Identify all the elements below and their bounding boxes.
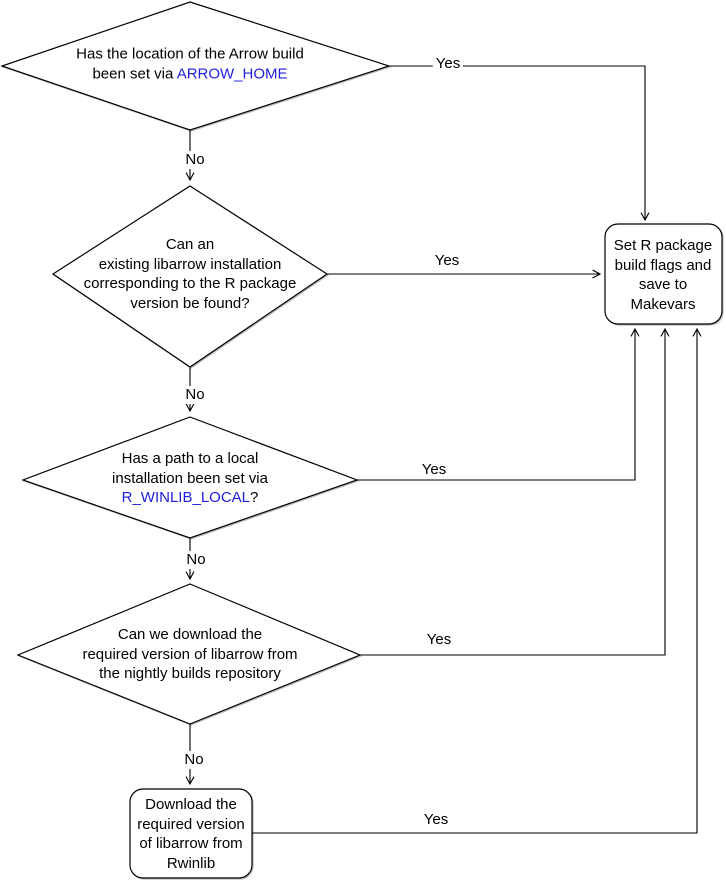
decision-winlib-local-text-before: Has a path to a local installation been … — [112, 449, 268, 487]
edge-label-rwinlib-yes: Yes — [420, 811, 452, 829]
arrow-home-keyword-link[interactable]: ARROW_HOME — [176, 65, 288, 82]
decision-winlib-local-shape — [21, 416, 359, 539]
edge-rwinlib-yes — [252, 327, 702, 834]
decision-arrow-home-shape — [0, 1, 391, 131]
edge-label-arrowhome-no: No — [182, 151, 208, 169]
edge-label-nightly-yes: Yes — [423, 631, 455, 649]
winlib-local-keyword-link[interactable]: R_WINLIB_LOCAL — [121, 488, 251, 506]
edge-arrowhome-yes — [389, 65, 650, 222]
edge-label-nightly-no: No — [181, 751, 207, 769]
edge-label-existing-no: No — [182, 386, 208, 404]
edge-label-existing-yes: Yes — [431, 252, 463, 270]
decision-winlib-local-text: Has a path to a local installation been … — [65, 449, 315, 508]
edge-label-arrowhome-yes: Yes — [432, 55, 464, 73]
decision-nightly-builds-text: Can we download the required version of … — [82, 625, 298, 682]
process-download-rwinlib-shape — [129, 788, 253, 879]
edge-label-winlib-no: No — [183, 551, 209, 569]
decision-arrow-home-text-before: Has the location of the Arrow build been… — [76, 45, 304, 83]
edge-nightly-yes — [360, 327, 670, 656]
edge-label-winlib-yes: Yes — [418, 461, 450, 479]
process-download-rwinlib-text: Download the required version of libarro… — [137, 796, 245, 872]
decision-arrow-home-text: Has the location of the Arrow build been… — [40, 45, 340, 84]
decision-existing-libarrow-shape — [51, 185, 329, 368]
process-set-flags-shape — [604, 223, 723, 325]
decision-existing-libarrow-text: Can an existing libarrow installation co… — [83, 236, 297, 312]
decision-nightly-builds-shape — [16, 583, 362, 725]
decision-winlib-local-text-after: ? — [250, 488, 259, 506]
edge-winlib-yes — [357, 327, 640, 481]
process-set-flags-text: Set R package build flags and save to Ma… — [613, 237, 713, 313]
